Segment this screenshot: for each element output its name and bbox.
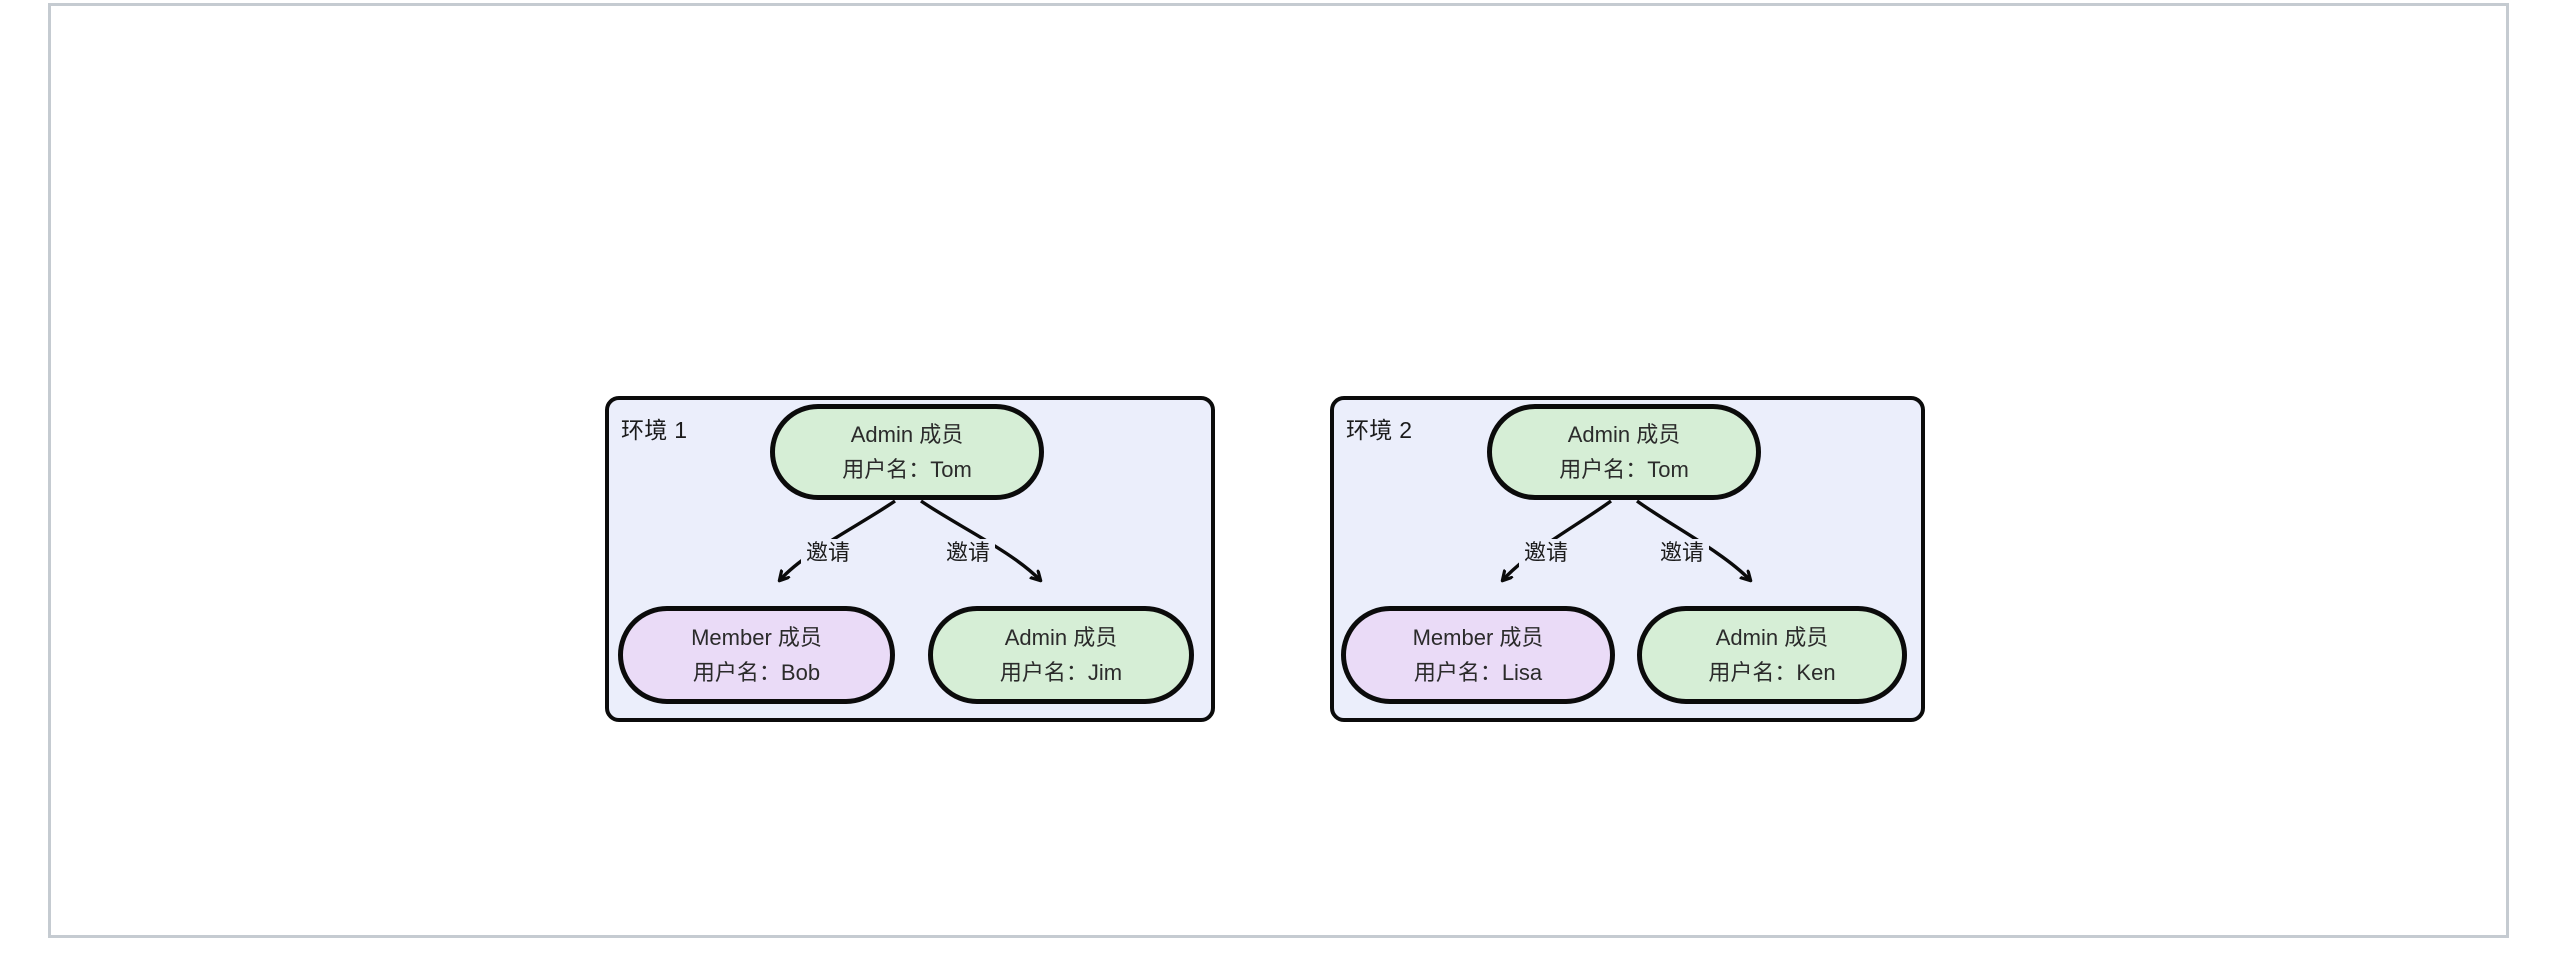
node-role: Admin 成员 [1567, 422, 1681, 448]
node-username: 用户名：Lisa [1413, 659, 1543, 685]
node-env2-tom[interactable]: Admin 成员 用户名：Tom [1487, 404, 1761, 500]
node-env1-jim[interactable]: Admin 成员 用户名：Jim [928, 606, 1194, 704]
node-role: Admin 成员 [850, 422, 964, 448]
node-env1-tom[interactable]: Admin 成员 用户名：Tom [770, 404, 1044, 500]
node-env2-lisa[interactable]: Member 成员 用户名：Lisa [1341, 606, 1615, 704]
cluster-env2-label: 环境 2 [1346, 417, 1413, 443]
cluster-env1-label: 环境 1 [621, 417, 688, 443]
node-role: Member 成员 [691, 625, 822, 651]
node-username: 用户名：Ken [1708, 659, 1836, 685]
node-role: Admin 成员 [1004, 625, 1118, 651]
page-frame-border [48, 3, 2509, 938]
node-username: 用户名：Bob [692, 659, 821, 685]
node-username: 用户名：Jim [999, 659, 1123, 685]
edge-label-env1-tom-jim: 邀请 [941, 539, 996, 567]
edge-label-env2-tom-lisa: 邀请 [1519, 539, 1574, 567]
node-env2-ken[interactable]: Admin 成员 用户名：Ken [1637, 606, 1907, 704]
edge-label-env2-tom-ken: 邀请 [1655, 539, 1710, 567]
node-role: Admin 成员 [1715, 625, 1829, 651]
edge-label-env1-tom-bob: 邀请 [801, 539, 856, 567]
node-username: 用户名：Tom [842, 456, 972, 482]
node-username: 用户名：Tom [1559, 456, 1689, 482]
node-env1-bob[interactable]: Member 成员 用户名：Bob [618, 606, 895, 704]
node-role: Member 成员 [1412, 625, 1544, 651]
